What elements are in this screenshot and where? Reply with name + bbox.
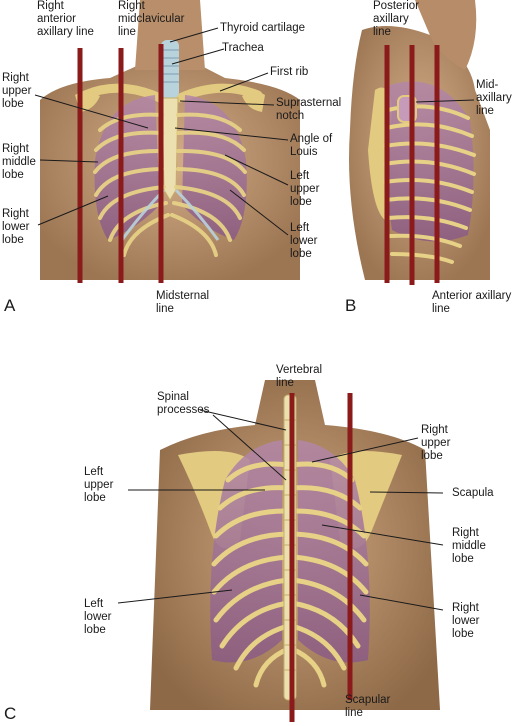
panel-b-arm xyxy=(415,0,477,70)
panel-a-shoulder-left xyxy=(242,91,265,112)
label-mid-axillary-line: Mid- axillary line xyxy=(476,79,512,117)
label-a-left-lower-lobe: Left lower lobe xyxy=(290,222,318,260)
label-c-right-middle-lobe: Right middle lobe xyxy=(452,527,486,565)
panel-c-figure xyxy=(117,380,444,722)
label-c-right-lower-lobe: Right lower lobe xyxy=(452,602,480,640)
panel-a-letter: A xyxy=(4,296,16,315)
label-midsternal-line: Midsternal line xyxy=(156,290,210,315)
label-angle-of-louis: Angle of Louis xyxy=(290,133,333,158)
panel-a-trachea xyxy=(161,40,179,98)
label-suprasternal-notch: Suprasternal notch xyxy=(276,97,342,122)
panel-b-letter: B xyxy=(345,296,357,315)
label-c-left-lower-lobe: Left lower lobe xyxy=(84,598,112,636)
label-right-midclavicular-line: Right midclavicular line xyxy=(118,0,185,38)
label-anterior-axillary-line: Anterior axillary line xyxy=(432,290,512,315)
label-a-left-upper-lobe: Left upper lobe xyxy=(290,170,320,208)
label-thyroid-cartilage: Thyroid cartilage xyxy=(220,22,306,34)
panel-c-letter: C xyxy=(4,704,17,723)
panel-b-figure xyxy=(349,0,490,285)
label-first-rib: First rib xyxy=(270,66,309,78)
label-a-right-upper-lobe: Right upper lobe xyxy=(2,72,32,110)
label-trachea: Trachea xyxy=(222,42,264,54)
label-c-right-upper-lobe: Right upper lobe xyxy=(421,424,451,462)
label-vertebral-line: Vertebral line xyxy=(276,364,323,389)
label-a-right-middle-lobe: Right middle lobe xyxy=(2,143,36,181)
label-scapula: Scapula xyxy=(452,487,494,499)
label-scapular-line: Scapular line xyxy=(345,694,391,719)
panel-a-neck xyxy=(135,0,205,70)
label-right-anterior-axillary-line: Right anterior axillary line xyxy=(37,0,94,38)
panel-a-sternum xyxy=(161,97,179,201)
label-a-right-lower-lobe: Right lower lobe xyxy=(2,208,30,246)
label-posterior-axillary-line: Posterior axillary line xyxy=(373,0,420,38)
panel-a-figure xyxy=(34,0,300,283)
label-c-left-upper-lobe: Left upper lobe xyxy=(84,466,114,504)
label-spinal-processes: Spinal processes xyxy=(157,391,210,416)
